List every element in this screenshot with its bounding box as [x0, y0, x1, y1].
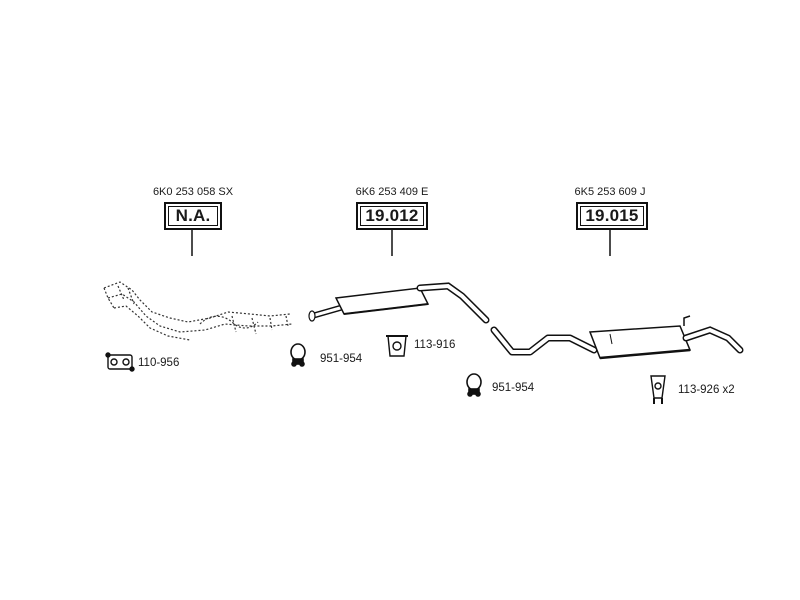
- rubber-hanger-icon: [650, 375, 666, 404]
- accessory-label: 951-954: [492, 382, 535, 394]
- part-number: 19.015: [585, 206, 639, 225]
- badge-inner-frame: [360, 206, 424, 226]
- rear-silencer-icon: [490, 315, 744, 360]
- flange-gasket-icon: [105, 352, 135, 372]
- part-badge-19012: 19.012: [356, 202, 428, 230]
- accessory-label: 113-916: [414, 339, 456, 351]
- badge-inner-frame: [168, 206, 218, 226]
- accessory-label: 951-954: [320, 353, 363, 365]
- part-number: 19.012: [365, 206, 419, 225]
- part-badge-19015: 19.015: [576, 202, 648, 230]
- pipe-clamp-icon: [466, 373, 482, 397]
- oem-number-na: 6K0 253 058 SX: [152, 186, 234, 198]
- badge-inner-frame: [580, 206, 644, 226]
- accessory-label: 113-926 x2: [678, 384, 735, 396]
- middle-silencer-icon: [308, 282, 490, 324]
- oem-number-19012: 6K6 253 409 E: [355, 186, 429, 198]
- part-badge-na: N.A.: [164, 202, 222, 230]
- front-pipe-dotted-icon: [103, 281, 293, 341]
- oem-number-19015: 6K5 253 609 J: [574, 186, 646, 198]
- part-number: N.A.: [175, 206, 211, 225]
- rubber-hanger-icon: [386, 335, 408, 357]
- pipe-clamp-icon: [290, 343, 306, 367]
- accessory-label: 110-956: [138, 357, 180, 369]
